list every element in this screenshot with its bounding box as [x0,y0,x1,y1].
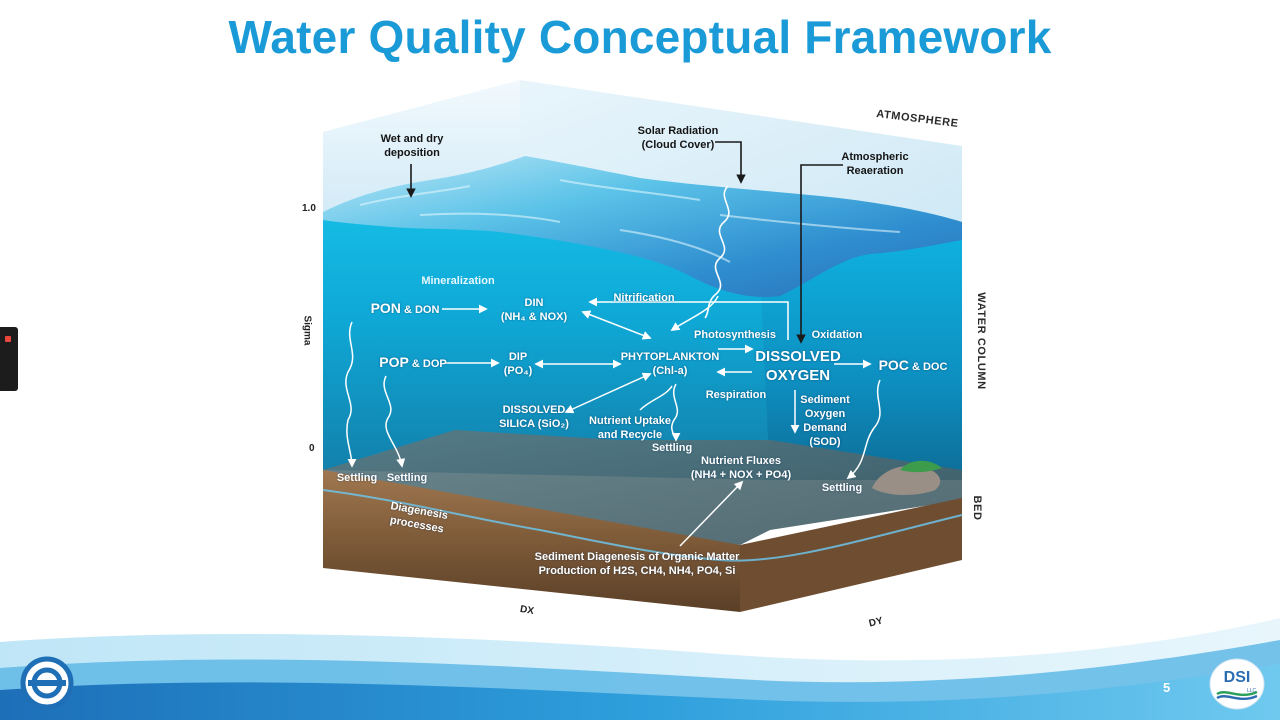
sediment-front-face [323,470,740,612]
dsi-logo-badge [1209,658,1265,710]
solar-radiation-label: Solar Radiation (Cloud Cover) [637,125,719,152]
photosynthesis-label: Photosynthesis [694,329,776,341]
mineralization-label: Mineralization [421,275,495,287]
dop-text: & DOP [408,358,447,370]
water-side-face [760,232,962,480]
company-logo-left [20,656,74,710]
sediment-diagenesis-label: Sediment Diagenesis of Organic Matter Pr… [534,551,740,578]
pop-text: POP [379,354,409,370]
sigma-top-tick: 1.0 [302,203,316,214]
footer-wave-dark [0,664,1280,720]
settling-label-poc: Settling [821,482,863,494]
reaeration-label: Atmospheric Reaeration [841,151,909,178]
rock-icon [872,466,941,495]
water-surface [323,156,962,298]
pop-settling-path [383,375,406,468]
nutrient-uptake-label: Nutrient Uptake and Recycle [589,415,671,442]
slide-title: Water Quality Conceptual Framework [228,11,1052,63]
oxidation-label: Oxidation [811,329,863,341]
dip-label: DIP (PO₄) [503,351,533,378]
poc-text: POC [878,357,909,373]
phytoplankton-label: PHYTOPLANKTON (Chl-a) [620,351,720,378]
water-column-label: WATER COLUMN [975,292,987,390]
din-label: DIN (NH₄ & NOX) [500,297,568,324]
dsi-logo: DSI LLC [1209,658,1265,710]
deposition-label: Wet and dry deposition [380,133,444,160]
uptake-recycle-path [639,385,673,411]
silica-phyto-arrow [564,372,652,414]
poc-settling-path [846,379,881,480]
pop-dop-label: POP & DOP [368,354,458,372]
sidebar-toggle-tab[interactable] [0,327,18,391]
bed-label: BED [971,495,983,521]
record-indicator-icon [5,336,11,342]
solar-to-phyto-arrow [670,295,719,331]
solar-arrow [715,141,746,184]
dsi-logo-text: DSI [1223,669,1251,686]
pon-text: PON [370,300,401,316]
sigma-axis-label: Sigma [301,315,313,346]
doc-text: & DOC [908,361,948,373]
respiration-label: Respiration [705,389,767,401]
reaeration-arrow [796,164,843,344]
din-phyto-arrow [581,310,652,340]
phyto-settling-path [671,383,681,442]
dx-axis-label: DX [519,603,535,618]
settling-label-pop: Settling [386,472,428,484]
dissolved-oxygen-label: DISSOLVED OXYGEN [755,348,841,384]
sigma-bottom-tick: 0 [309,443,315,454]
pon-settling-path [345,321,357,468]
pon-don-label: PON & DON [360,300,450,318]
don-text: & DON [400,304,440,316]
dsi-logo-llc: LLC [1247,688,1257,694]
page-number: 5 [1163,680,1171,695]
settling-label-phyto: Settling [651,442,693,454]
sediment-side-face [740,498,962,612]
nutrient-fluxes-label: Nutrient Fluxes (NH4 + NOX + PO4) [690,455,792,482]
nitrification-label: Nitrification [613,292,675,304]
water-surface-highlights [359,179,901,263]
sod-label: Sediment Oxygen Demand (SOD) [800,394,850,449]
atmosphere-front-panel [323,80,520,220]
diagenesis-line [322,489,963,562]
dissolved-silica-label: DISSOLVED SILICA (SiO₂) [499,404,569,431]
poc-doc-label: POC & DOC [868,357,958,375]
sediment-flux-arrow [679,480,744,547]
settling-label-pon: Settling [336,472,378,484]
nitrification-arrow [588,297,789,340]
